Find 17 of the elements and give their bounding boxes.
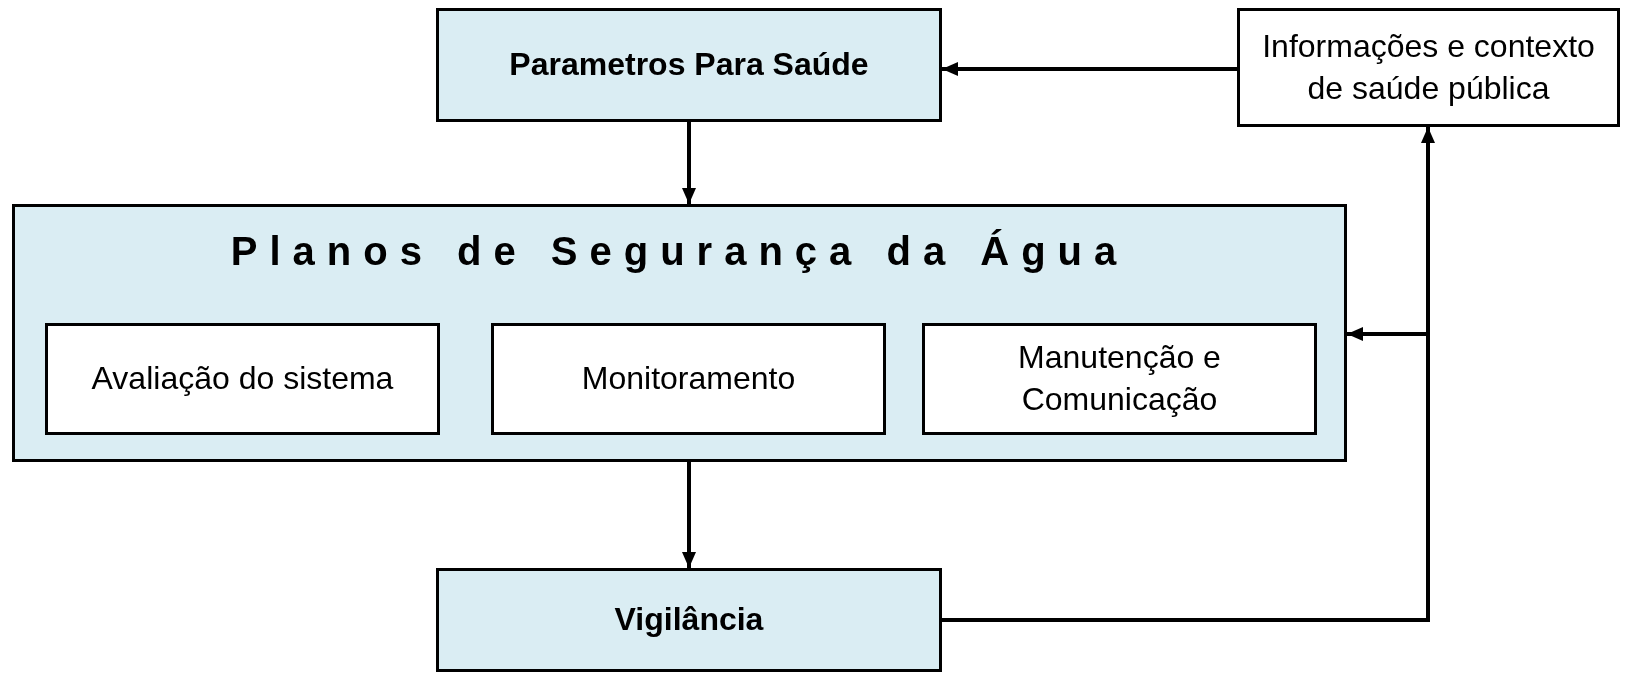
process-box [491,323,886,435]
node-label: Vigilância [614,600,764,640]
node-label: Manutenção e Comunicação [1017,338,1222,419]
node-label: Parametros Para Saúde [509,45,869,85]
group-title: Planos de Segurança da Água [229,229,1130,274]
process-box [1237,8,1620,127]
process-box [436,568,942,672]
process-box [436,8,942,122]
group-box [12,204,1347,462]
arrow [682,122,696,204]
node-label: Avaliação do sistema [91,359,394,399]
process-box [922,323,1317,435]
arrow [942,62,1237,76]
process-box [45,323,440,435]
node-label: Informações e contexto de saúde pública [1261,26,1596,108]
node-label: Monitoramento [581,359,796,399]
arrow [682,462,696,568]
